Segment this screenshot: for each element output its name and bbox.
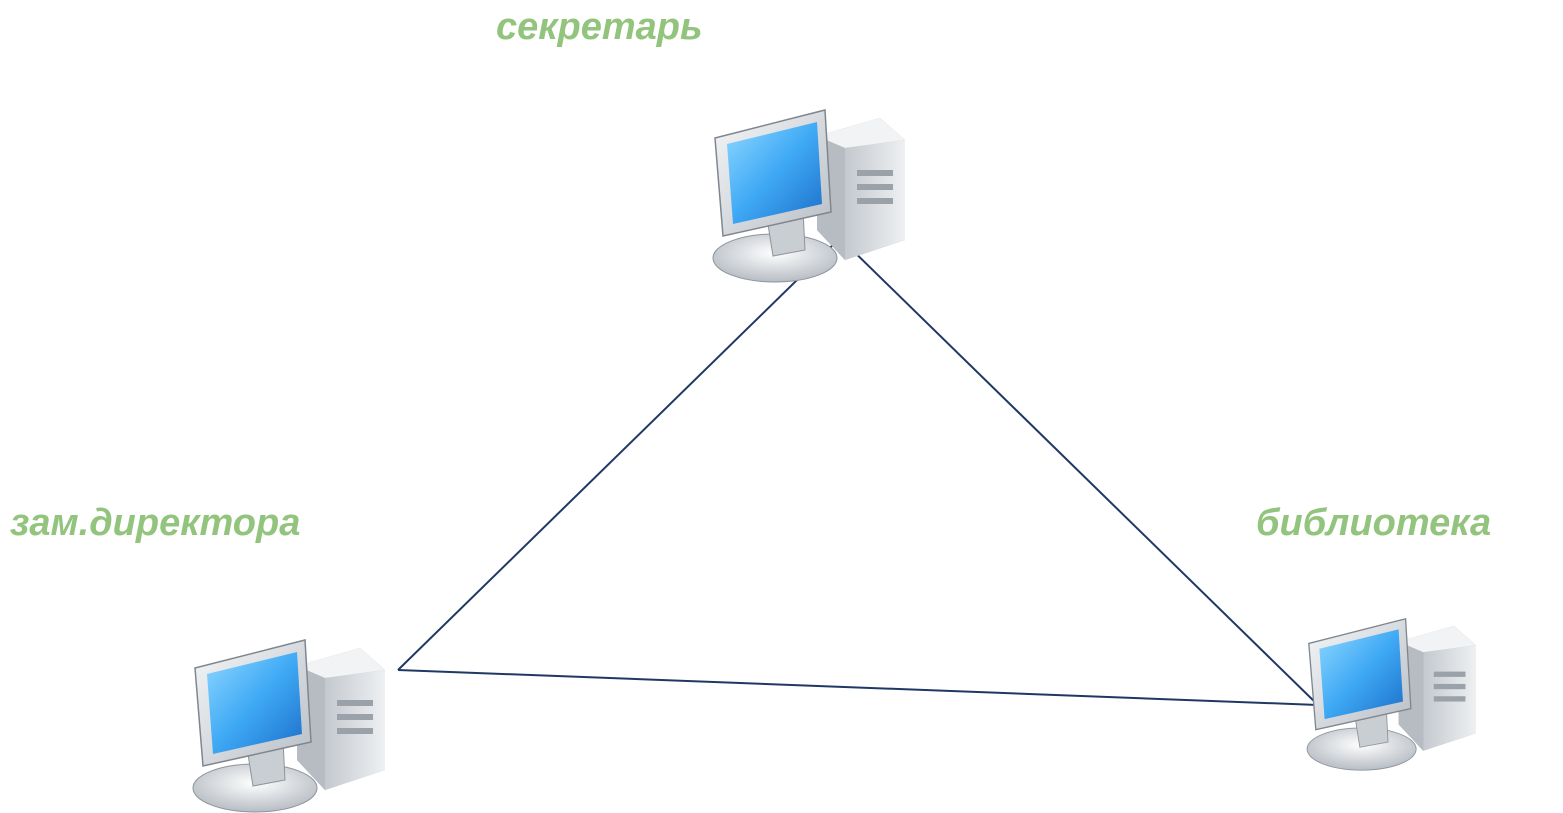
node-label-secretary: секретарь — [496, 6, 703, 48]
node-label-deputy: зам.директора — [10, 502, 301, 544]
computer-icon — [712, 109, 906, 283]
computer-icon — [1306, 618, 1477, 771]
edge-deputy-library — [397, 669, 1319, 706]
node-label-library: библиотека — [1256, 502, 1492, 544]
edge-secretary-deputy — [397, 237, 841, 671]
computer-icon — [192, 639, 386, 813]
edge-secretary-library — [839, 237, 1319, 706]
